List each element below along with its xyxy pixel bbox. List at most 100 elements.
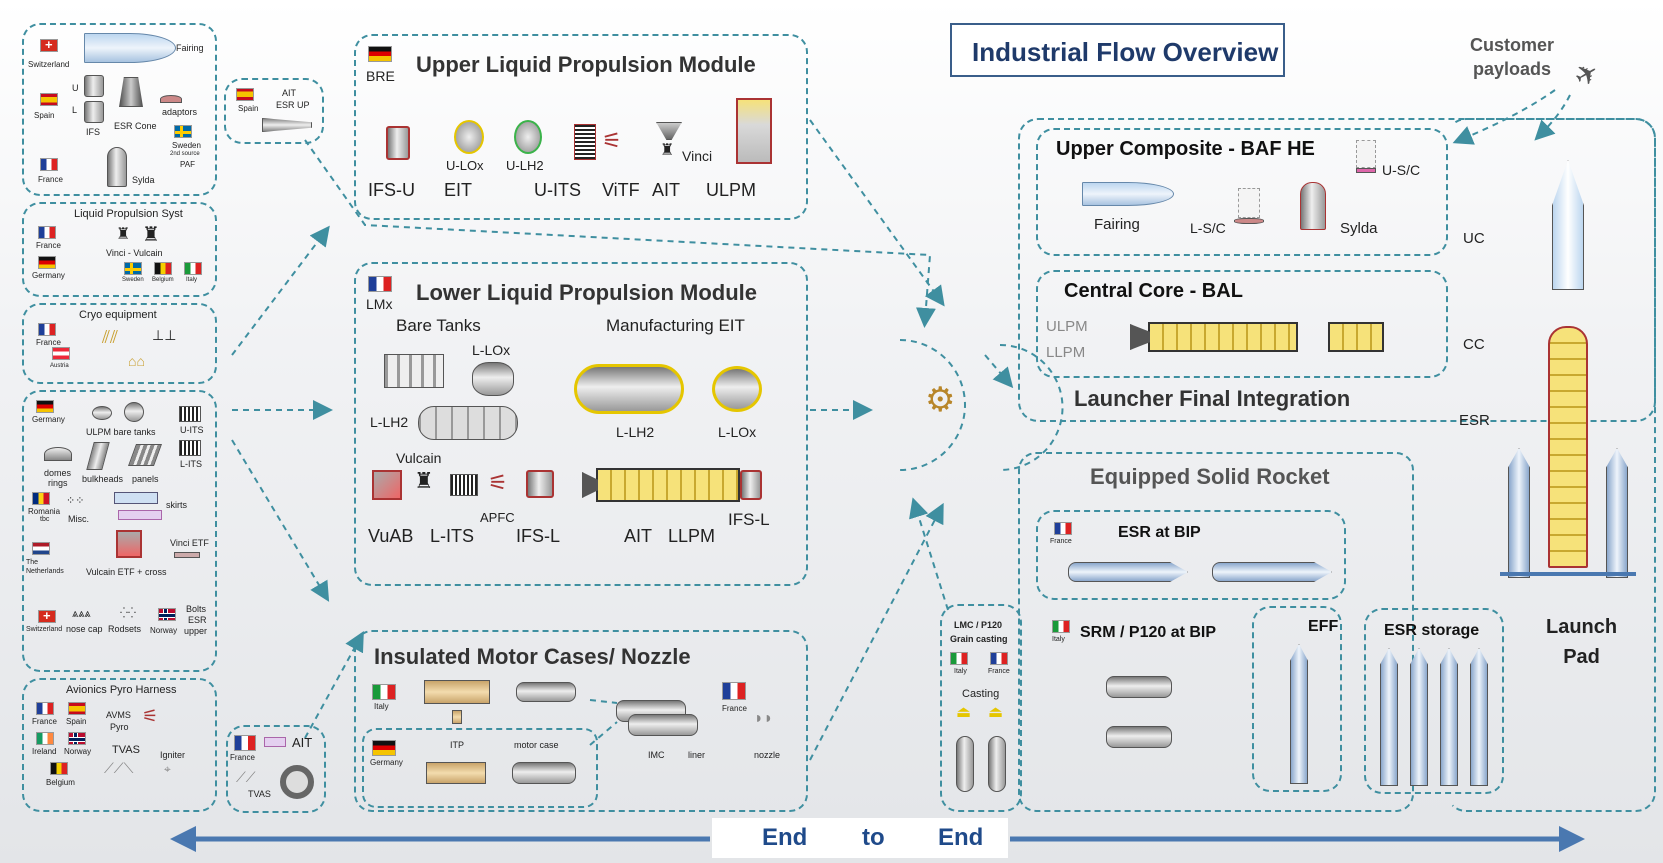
- skirts-label: skirts: [166, 500, 187, 510]
- ulpm-label-5: ULPM: [706, 180, 757, 200]
- switzerland-flag: [40, 37, 58, 52]
- esr-cone-label: ESR Cone: [114, 121, 157, 131]
- l-its-icon: [179, 440, 201, 456]
- france-label: France: [1050, 538, 1072, 545]
- panels-label: panels: [132, 474, 159, 484]
- austria-flag: [52, 347, 70, 360]
- page-title-text: Industrial Flow Overview: [972, 37, 1279, 67]
- customer-payloads: Customer payloads: [1470, 35, 1555, 79]
- nose-cap-label: nose cap: [66, 624, 103, 634]
- u-its-part: [574, 124, 596, 160]
- u-lh2-tank: [514, 120, 542, 154]
- paf-label: PAF: [180, 160, 195, 169]
- ifs-u-part: [84, 75, 104, 97]
- end-word-2: End: [938, 824, 984, 851]
- ulpm-label-3: ViTF: [602, 180, 640, 200]
- itp-label: ITP: [450, 740, 465, 750]
- rodsets-label: Rodsets: [108, 624, 142, 634]
- ring-part: [280, 765, 314, 799]
- germany-flag: [36, 400, 54, 413]
- vulcain-etf-icon: [116, 530, 142, 558]
- ireland-flag: [36, 732, 54, 745]
- bare-tanks-label: Bare Tanks: [396, 316, 481, 335]
- ulpm-box: BRE Upper Liquid Propulsion Module U-LOx…: [354, 34, 808, 220]
- structures-box: Germany ULPM bare tanks U-ITS L-ITS dome…: [22, 390, 217, 672]
- lfi-title: Launcher Final Integration: [1074, 386, 1351, 411]
- france-label: France: [38, 175, 63, 184]
- esr-label: ESR: [188, 615, 207, 625]
- u-sc-box: [1356, 140, 1376, 168]
- nose-cap-icon: ⩓⩓⩓: [72, 608, 91, 620]
- ulpm-bare-tanks-label: ULPM bare tanks: [86, 427, 156, 437]
- uc-side-label: UC: [1463, 230, 1485, 247]
- vinci-engine-icon: ♜: [116, 226, 131, 243]
- bolts-label: Bolts: [186, 604, 207, 614]
- tank-icon: [92, 406, 112, 420]
- launcher-booster-left: [1508, 448, 1530, 578]
- ifs-label: IFS: [86, 127, 101, 137]
- casting-icon: ⏏: [956, 704, 972, 721]
- norway-flag: [158, 608, 176, 621]
- vinci-etf-label: Vinci ETF: [170, 538, 209, 548]
- integration-hub-icon: ⚙: [925, 381, 956, 419]
- ifs-l-part: [84, 101, 104, 123]
- ifs-l-right-label: IFS-L: [728, 510, 770, 529]
- eff-box: EFF: [1252, 606, 1342, 792]
- page-title: Industrial Flow Overview: [950, 23, 1285, 77]
- u-its-icon: [179, 406, 201, 422]
- italy-flag: [950, 652, 968, 665]
- ulpm-assembly: [736, 98, 772, 164]
- imc-box: Insulated Motor Cases/ Nozzle Italy IMC …: [354, 630, 808, 812]
- arrow-esrup: [304, 139, 936, 328]
- launch-pad-label: Launch Pad: [1546, 616, 1618, 668]
- stored-booster-4: [1470, 648, 1488, 786]
- adaptors-label: adaptors: [162, 107, 198, 117]
- launcher-core: [1548, 326, 1588, 568]
- germany-label: Germany: [32, 271, 65, 280]
- fairing-shape: [84, 33, 176, 63]
- imc-cylinders-2: [628, 714, 698, 736]
- vitf-part: [656, 122, 682, 140]
- italy-label: Italy: [954, 668, 967, 675]
- casting-label: Casting: [962, 688, 1000, 700]
- belgium-label: Belgium: [152, 277, 174, 283]
- lmc-box: LMC / P120 Grain casting Italy France Ca…: [940, 604, 1022, 812]
- end-to-end-label: End to End: [712, 818, 1008, 858]
- vulcain-label: Vulcain: [396, 450, 442, 466]
- france-flag: [368, 276, 392, 292]
- france-label: France: [230, 753, 255, 762]
- germany-flag: [372, 740, 396, 756]
- domes-icon: [44, 447, 72, 461]
- u-sc-label: U-S/C: [1382, 162, 1421, 178]
- arrow-hub-lfi: [984, 354, 1014, 389]
- vinci-vulcain-label: Vinci - Vulcain: [106, 248, 163, 258]
- italy-label: Italy: [186, 277, 198, 283]
- central-core-box: Central Core - BAL ULPM LLPM: [1036, 270, 1448, 378]
- esr-up-label: ESR UP: [276, 100, 310, 110]
- end-to-end-arrow: [170, 826, 1585, 852]
- l-its-label: L-ITS: [180, 459, 203, 469]
- arrow-payload-lfi: [1534, 94, 1571, 141]
- belgium-label: Belgium: [46, 778, 75, 787]
- hub-circle: [899, 339, 966, 471]
- esr-side-label: ESR: [1459, 412, 1490, 429]
- l-sc-box: [1238, 188, 1260, 218]
- germany-label: Germany: [32, 415, 65, 424]
- launcher-booster-right: [1606, 448, 1628, 578]
- l-lox-eit-label: L-LOx: [718, 424, 757, 440]
- switzerland-label: Switzerland: [28, 60, 70, 69]
- vuab-part: [372, 470, 402, 500]
- france-label: France: [722, 704, 747, 713]
- switzerland-flag: [38, 608, 56, 623]
- misc-label: Misc.: [68, 514, 89, 524]
- fairing-label: Fairing: [176, 43, 204, 53]
- stored-booster-2: [1410, 648, 1428, 786]
- arrow-ulpm-hub: [809, 119, 945, 307]
- eit-l-lh2-assembly: [574, 364, 684, 414]
- esr-bip-label: ESR at BIP: [1118, 524, 1201, 541]
- grain-segment-2: [988, 736, 1006, 792]
- esr-booster-1: [1068, 562, 1188, 582]
- core-ulpm-assembly: [1328, 322, 1384, 352]
- france-flag: [234, 735, 256, 751]
- fairing-suppliers-box: Switzerland Fairing Spain U L IFS ESR Co…: [22, 23, 217, 196]
